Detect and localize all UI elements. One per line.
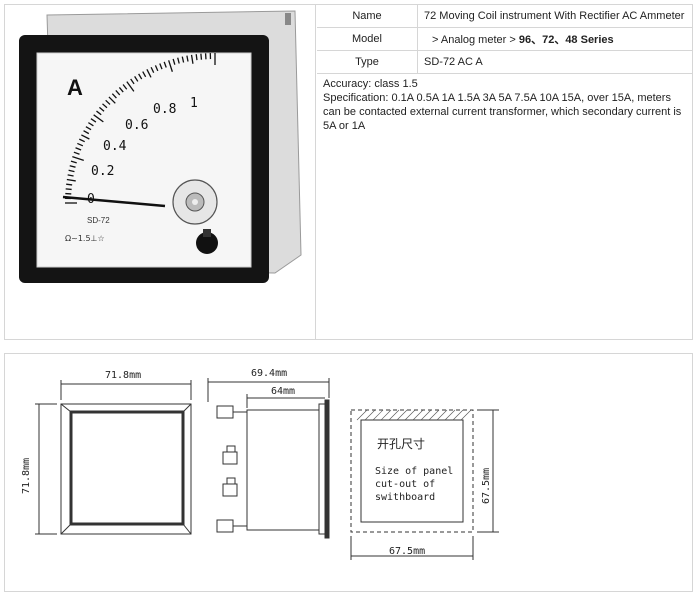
meter-needle (62, 195, 166, 208)
spec-row-name: Name 72 Moving Coil instrument With Rect… (317, 5, 693, 28)
scale-label-0-4: 0.4 (103, 139, 127, 154)
accuracy-text: Accuracy: class 1.5 (323, 78, 418, 90)
dimension-drawing: 71.8mm 71.8mm 69.4mm 64mm 开孔尺寸 Size of p… (21, 368, 499, 560)
scale-label-0-6: 0.6 (125, 118, 148, 133)
spec-value: > Analog meter > 96、72、48 Series (417, 27, 693, 51)
spec-row-model: Model > Analog meter > 96、72、48 Series (317, 27, 693, 51)
side-view (216, 405, 234, 419)
meter-symbols: Ω~1.5⊥☆ (65, 234, 105, 243)
scale-label-0-2: 0.2 (91, 164, 114, 179)
meter-unit-label: A (67, 75, 83, 100)
scale-label-0-8: 0.8 (153, 102, 176, 117)
spec-key: Model (317, 27, 418, 51)
spec-value: SD-72 AC A (417, 50, 693, 74)
product-photo: A 0 0.2 0.4 0.6 0.8 1 SD-72 Ω~1.5⊥☆ (5, 5, 316, 339)
description: Accuracy: class 1.5 Specification: 0.1A … (323, 77, 691, 133)
dim-cutout-height: 67.5mm (481, 468, 492, 504)
ammeter-image: A 0 0.2 0.4 0.6 0.8 1 SD-72 Ω~1.5⊥☆ (19, 10, 302, 283)
zero-adjust-knob-icon (196, 232, 218, 254)
spec-key: Name (317, 5, 418, 28)
dim-side-body: 64mm (271, 386, 295, 397)
dim-side-total: 69.4mm (251, 368, 287, 379)
spec-value: 72 Moving Coil instrument With Rectifier… (417, 5, 693, 28)
meter-model-text: SD-72 (87, 216, 110, 225)
spec-key: Type (317, 50, 418, 74)
product-info-panel: A 0 0.2 0.4 0.6 0.8 1 SD-72 Ω~1.5⊥☆ Name (4, 4, 693, 340)
model-series: 96、72、48 Series (518, 34, 614, 46)
specification-text: Specification: 0.1A 0.5A 1A 1.5A 3A 5A 7… (323, 92, 682, 132)
dim-front-width: 71.8mm (105, 370, 141, 381)
dimension-drawing-panel: 71.8mm 71.8mm 69.4mm 64mm 开孔尺寸 Size of p… (4, 353, 693, 592)
model-link[interactable]: > Analog meter > (432, 34, 519, 46)
spec-table: Name 72 Moving Coil instrument With Rect… (317, 5, 693, 74)
scale-label-1: 1 (190, 96, 198, 111)
cutout-line-2: cut-out of (375, 479, 435, 490)
cutout-view (350, 409, 474, 533)
cutout-line-1: Size of panel (375, 466, 453, 477)
spec-row-type: Type SD-72 AC A (317, 50, 693, 74)
cutout-title: 开孔尺寸 (377, 437, 425, 451)
cutout-line-3: swithboard (375, 492, 435, 503)
dim-cutout-width: 67.5mm (389, 546, 425, 557)
dim-front-height: 71.8mm (21, 458, 32, 494)
front-view (60, 403, 192, 535)
